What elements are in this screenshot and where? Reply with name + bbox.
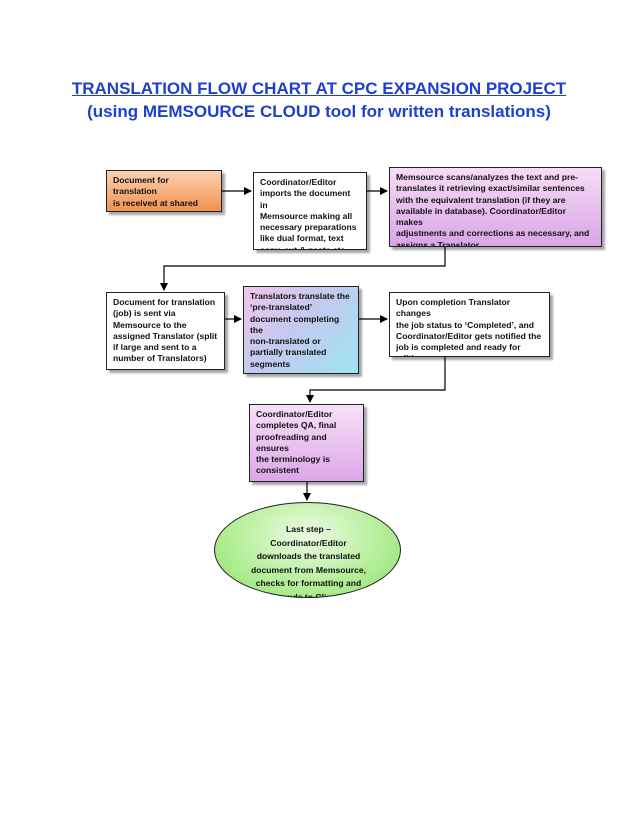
arrow-step6-to-step7 [306,357,446,403]
final-step-text: Last step – Coordinator/Editor downloads… [250,524,367,598]
chart-subtitle: (using MEMSOURCE CLOUD tool for written … [87,102,551,121]
step-mark-completed: Upon completion Translator changes the j… [389,292,550,357]
final-step-ellipse: Last step – Coordinator/Editor downloads… [214,502,401,598]
step-receive-document: Document for translation is received at … [106,170,222,212]
step-quality-assurance: Coordinator/Editor completes QA, final p… [249,404,364,482]
arrow-step3-to-step4 [160,247,446,291]
step-pretranslate: Memsource scans/analyzes the text and pr… [389,167,602,247]
step-send-to-translator: Document for translation (job) is sent v… [106,292,225,370]
step-import-document: Coordinator/Editor imports the document … [253,172,367,250]
step-translate: Translators translate the ‘pre-translate… [243,286,359,374]
chart-title: TRANSLATION FLOW CHART AT CPC EXPANSION … [71,79,567,98]
